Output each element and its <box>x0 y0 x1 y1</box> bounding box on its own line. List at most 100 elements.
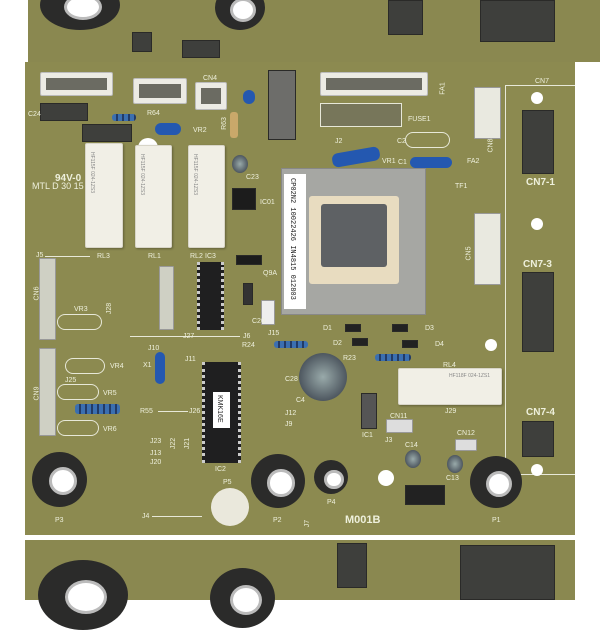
resistor-r24 <box>274 341 308 348</box>
jumper-j4 <box>152 516 202 517</box>
ic2-chip-text: KMK16E <box>216 395 223 423</box>
capacitor-c1 <box>410 157 452 168</box>
mounting-hole <box>531 464 543 476</box>
barcode-label: CP02N2 10022426 IN4815 012803 <box>284 174 306 309</box>
potentiometer-p2[interactable] <box>251 454 305 508</box>
label-rl3: RL3 <box>97 253 110 260</box>
board-id: M001B <box>345 514 381 526</box>
relay-text: HF115F 024-1ZS3 <box>89 152 95 194</box>
label-ic2: IC2 <box>215 466 226 473</box>
label-c4: C4 <box>296 397 305 404</box>
label-j20: J20 <box>150 459 162 466</box>
label-j15: J15 <box>268 330 280 337</box>
label-cn7: CN7 <box>535 78 550 85</box>
label-rl1: RL1 <box>148 253 161 260</box>
connector <box>320 72 428 96</box>
label-j29: J29 <box>445 408 457 415</box>
connector-cn7-3 <box>522 272 554 352</box>
label-cn9: CN9 <box>33 386 41 401</box>
label-ic01: IC01 <box>260 199 275 206</box>
capacitor-c14 <box>405 450 421 468</box>
connector-cn6 <box>39 258 56 340</box>
label-cn6: CN6 <box>33 286 41 301</box>
transformer-coil <box>321 204 387 267</box>
label-vr3: VR3 <box>74 306 88 313</box>
varistor-vr4-outline <box>65 358 105 374</box>
label-vr6: VR6 <box>103 426 117 433</box>
label-cn7-3: CN7-3 <box>523 259 552 270</box>
connector <box>40 72 113 96</box>
ic3 <box>197 262 224 330</box>
label-d2: D2 <box>333 340 342 347</box>
connector-cn10 <box>159 266 174 330</box>
component-c20 <box>261 300 275 325</box>
ic01 <box>232 188 256 210</box>
jumper-j27 <box>130 336 240 337</box>
capacitor-c2-outline <box>405 132 450 148</box>
label-cn11: CN11 <box>390 413 408 420</box>
top-relay <box>480 0 555 42</box>
diode-d1 <box>345 324 361 332</box>
diode <box>236 255 262 265</box>
label-d3: D3 <box>425 325 434 332</box>
connector-cn4 <box>195 82 227 110</box>
x-capacitor <box>268 70 296 140</box>
capacitor-c24 <box>40 103 88 121</box>
capacitor-c22 <box>82 124 132 142</box>
label-j10: J10 <box>148 345 160 352</box>
label-rl2: RL2 <box>190 253 203 260</box>
potentiometer-p1[interactable] <box>470 456 522 508</box>
label-d4: D4 <box>435 341 444 348</box>
label-r24: R24 <box>242 342 255 349</box>
varistor-vr6-outline <box>57 420 99 436</box>
label-cn4: CN4 <box>203 75 218 82</box>
label-r55: R55 <box>140 408 153 415</box>
label-cn7-1: CN7-1 <box>526 177 555 188</box>
mounting-hole <box>485 339 497 351</box>
label-j21: J21 <box>184 437 192 450</box>
potentiometer-p4[interactable] <box>314 460 348 494</box>
label-p4: P4 <box>327 499 336 506</box>
label-fa2: FA2 <box>467 158 480 165</box>
diode-d4 <box>402 340 418 348</box>
microcontroller-ic2: KMK16E <box>202 362 241 463</box>
relay-rl3: HF115F 024-1ZS3 <box>85 143 123 248</box>
relay-rl1: HF115F 024-1ZS3 <box>135 145 172 248</box>
relay-rl4-text: HF118F 024-1ZS1 <box>449 373 491 379</box>
ul-mark: 94V-0 <box>55 173 82 184</box>
bottom-relay <box>460 545 555 600</box>
fuse1 <box>320 103 402 127</box>
label-j11: J11 <box>185 356 196 363</box>
label-c14: C14 <box>405 442 418 449</box>
crystal-cn11 <box>386 419 413 433</box>
top-trimmer <box>215 0 265 30</box>
label-c2: C2 <box>397 138 406 145</box>
mounting-hole <box>378 470 394 486</box>
jumper-j5 <box>45 256 90 257</box>
label-c24: C24 <box>28 111 41 118</box>
label-j2: J2 <box>335 138 343 145</box>
connector-cn7-1 <box>522 110 554 174</box>
potentiometer-p3[interactable] <box>32 452 87 507</box>
label-j25: J25 <box>65 377 77 384</box>
label-fuse1: FUSE1 <box>408 116 431 123</box>
bottom-potentiometer <box>38 560 128 630</box>
label-cn7-4: CN7-4 <box>526 407 555 418</box>
resistor-r63 <box>230 112 238 138</box>
label-j23: J23 <box>150 438 162 445</box>
label-j5: J5 <box>36 252 44 259</box>
label-cn5: CN5 <box>465 246 473 261</box>
label-vr2: VR2 <box>193 127 207 134</box>
label-cn12: CN12 <box>457 430 475 437</box>
transformer-core <box>309 196 399 284</box>
label-r64: R64 <box>147 110 160 117</box>
label-rl4: RL4 <box>443 362 456 369</box>
potentiometer-p5[interactable] <box>211 488 249 526</box>
varistor-vr2 <box>155 123 181 135</box>
label-j6: J6 <box>243 333 251 340</box>
crystal-x1 <box>155 352 165 384</box>
bottom-trimmer <box>210 568 275 628</box>
top-ic <box>388 0 423 35</box>
label-j12: J12 <box>285 410 297 417</box>
connector-cn5 <box>474 213 501 285</box>
